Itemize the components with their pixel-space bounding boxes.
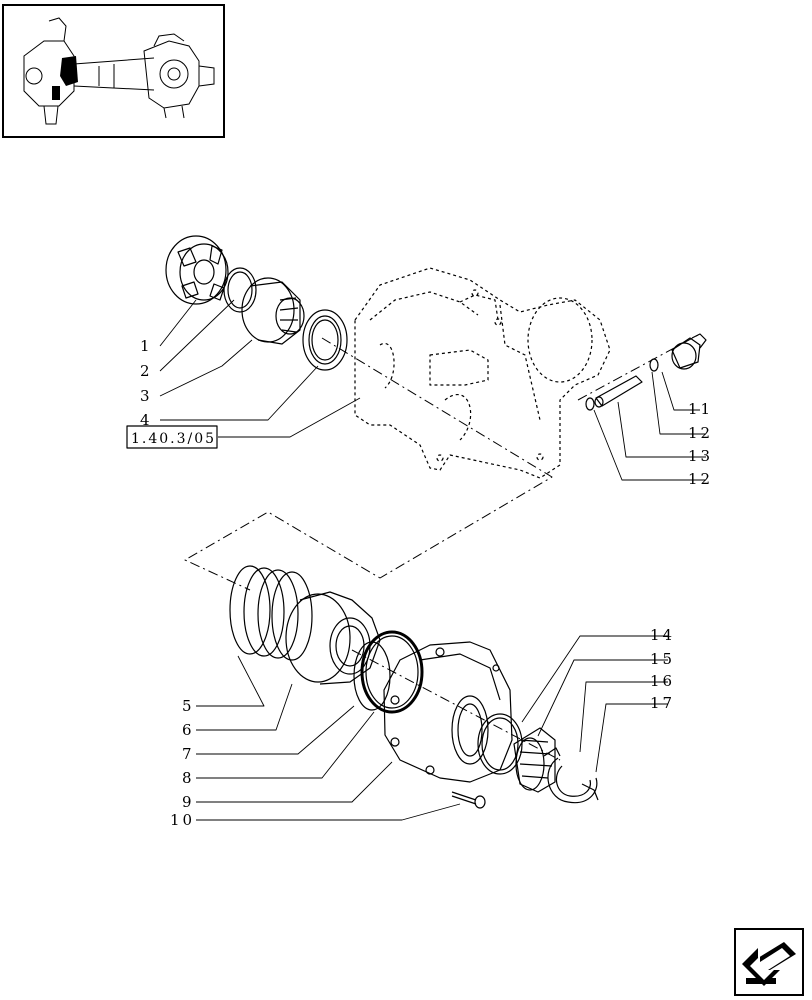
reference-box[interactable] <box>126 425 218 449</box>
leader-15 <box>537 659 668 737</box>
part-bearing-hub <box>241 277 305 345</box>
part-flange-housing <box>383 641 513 783</box>
callout-13: 13 <box>688 447 713 465</box>
part-castle-nut <box>165 235 229 305</box>
leader-3 <box>159 339 253 397</box>
part-bolt <box>451 791 486 809</box>
callout-10: 10 <box>170 811 195 829</box>
leader-4 <box>160 365 319 421</box>
part-o-ring <box>360 630 424 714</box>
part-o-ring-14 <box>477 713 523 775</box>
callout-9: 9 <box>182 793 195 811</box>
callout-6: 6 <box>182 721 195 739</box>
callout-14: 14 <box>650 626 675 644</box>
leader-14 <box>521 635 668 723</box>
leader-12a <box>651 371 706 435</box>
leader-6 <box>196 683 293 731</box>
callout-7: 7 <box>182 745 195 763</box>
leader-13 <box>617 401 706 458</box>
leader-17 <box>595 703 668 773</box>
leader-1 <box>159 299 197 347</box>
part-seal <box>302 309 348 371</box>
callout-4: 4 <box>140 411 153 429</box>
leader-ref <box>218 397 361 438</box>
callout-11: 11 <box>688 400 713 418</box>
callout-17: 17 <box>650 694 675 712</box>
callout-12a: 12 <box>688 424 713 442</box>
callout-16: 16 <box>650 672 675 690</box>
leader-2 <box>159 299 235 372</box>
callout-5: 5 <box>182 697 195 715</box>
callout-2: 2 <box>140 362 153 380</box>
previous-page-arrow-icon <box>742 942 796 986</box>
callout-15: 15 <box>650 650 675 668</box>
leader-8 <box>196 711 375 779</box>
axle-overview-icon <box>23 17 215 125</box>
part-bearing-cup <box>285 591 381 685</box>
leader-5 <box>196 655 265 707</box>
callout-1: 1 <box>140 337 153 355</box>
part-snap-ring <box>223 267 257 313</box>
part-pin-assembly <box>585 333 707 411</box>
callout-8: 8 <box>182 769 195 787</box>
previous-page-button[interactable] <box>734 928 804 996</box>
leader-7 <box>196 705 355 755</box>
leader-12b <box>593 409 706 481</box>
part-coil-spring <box>229 565 313 661</box>
leader-9 <box>196 761 393 803</box>
leader-16 <box>579 681 668 753</box>
part-axle-housing <box>354 267 611 479</box>
overview-thumbnail <box>2 4 225 138</box>
leader-10 <box>196 803 461 821</box>
callout-12b: 12 <box>688 470 713 488</box>
part-clip-rings <box>543 747 599 804</box>
callout-3: 3 <box>140 387 153 405</box>
part-splined-shaft <box>513 727 556 793</box>
reference-label[interactable]: 1.40.3/05 <box>131 431 216 447</box>
leader-11 <box>661 371 700 411</box>
